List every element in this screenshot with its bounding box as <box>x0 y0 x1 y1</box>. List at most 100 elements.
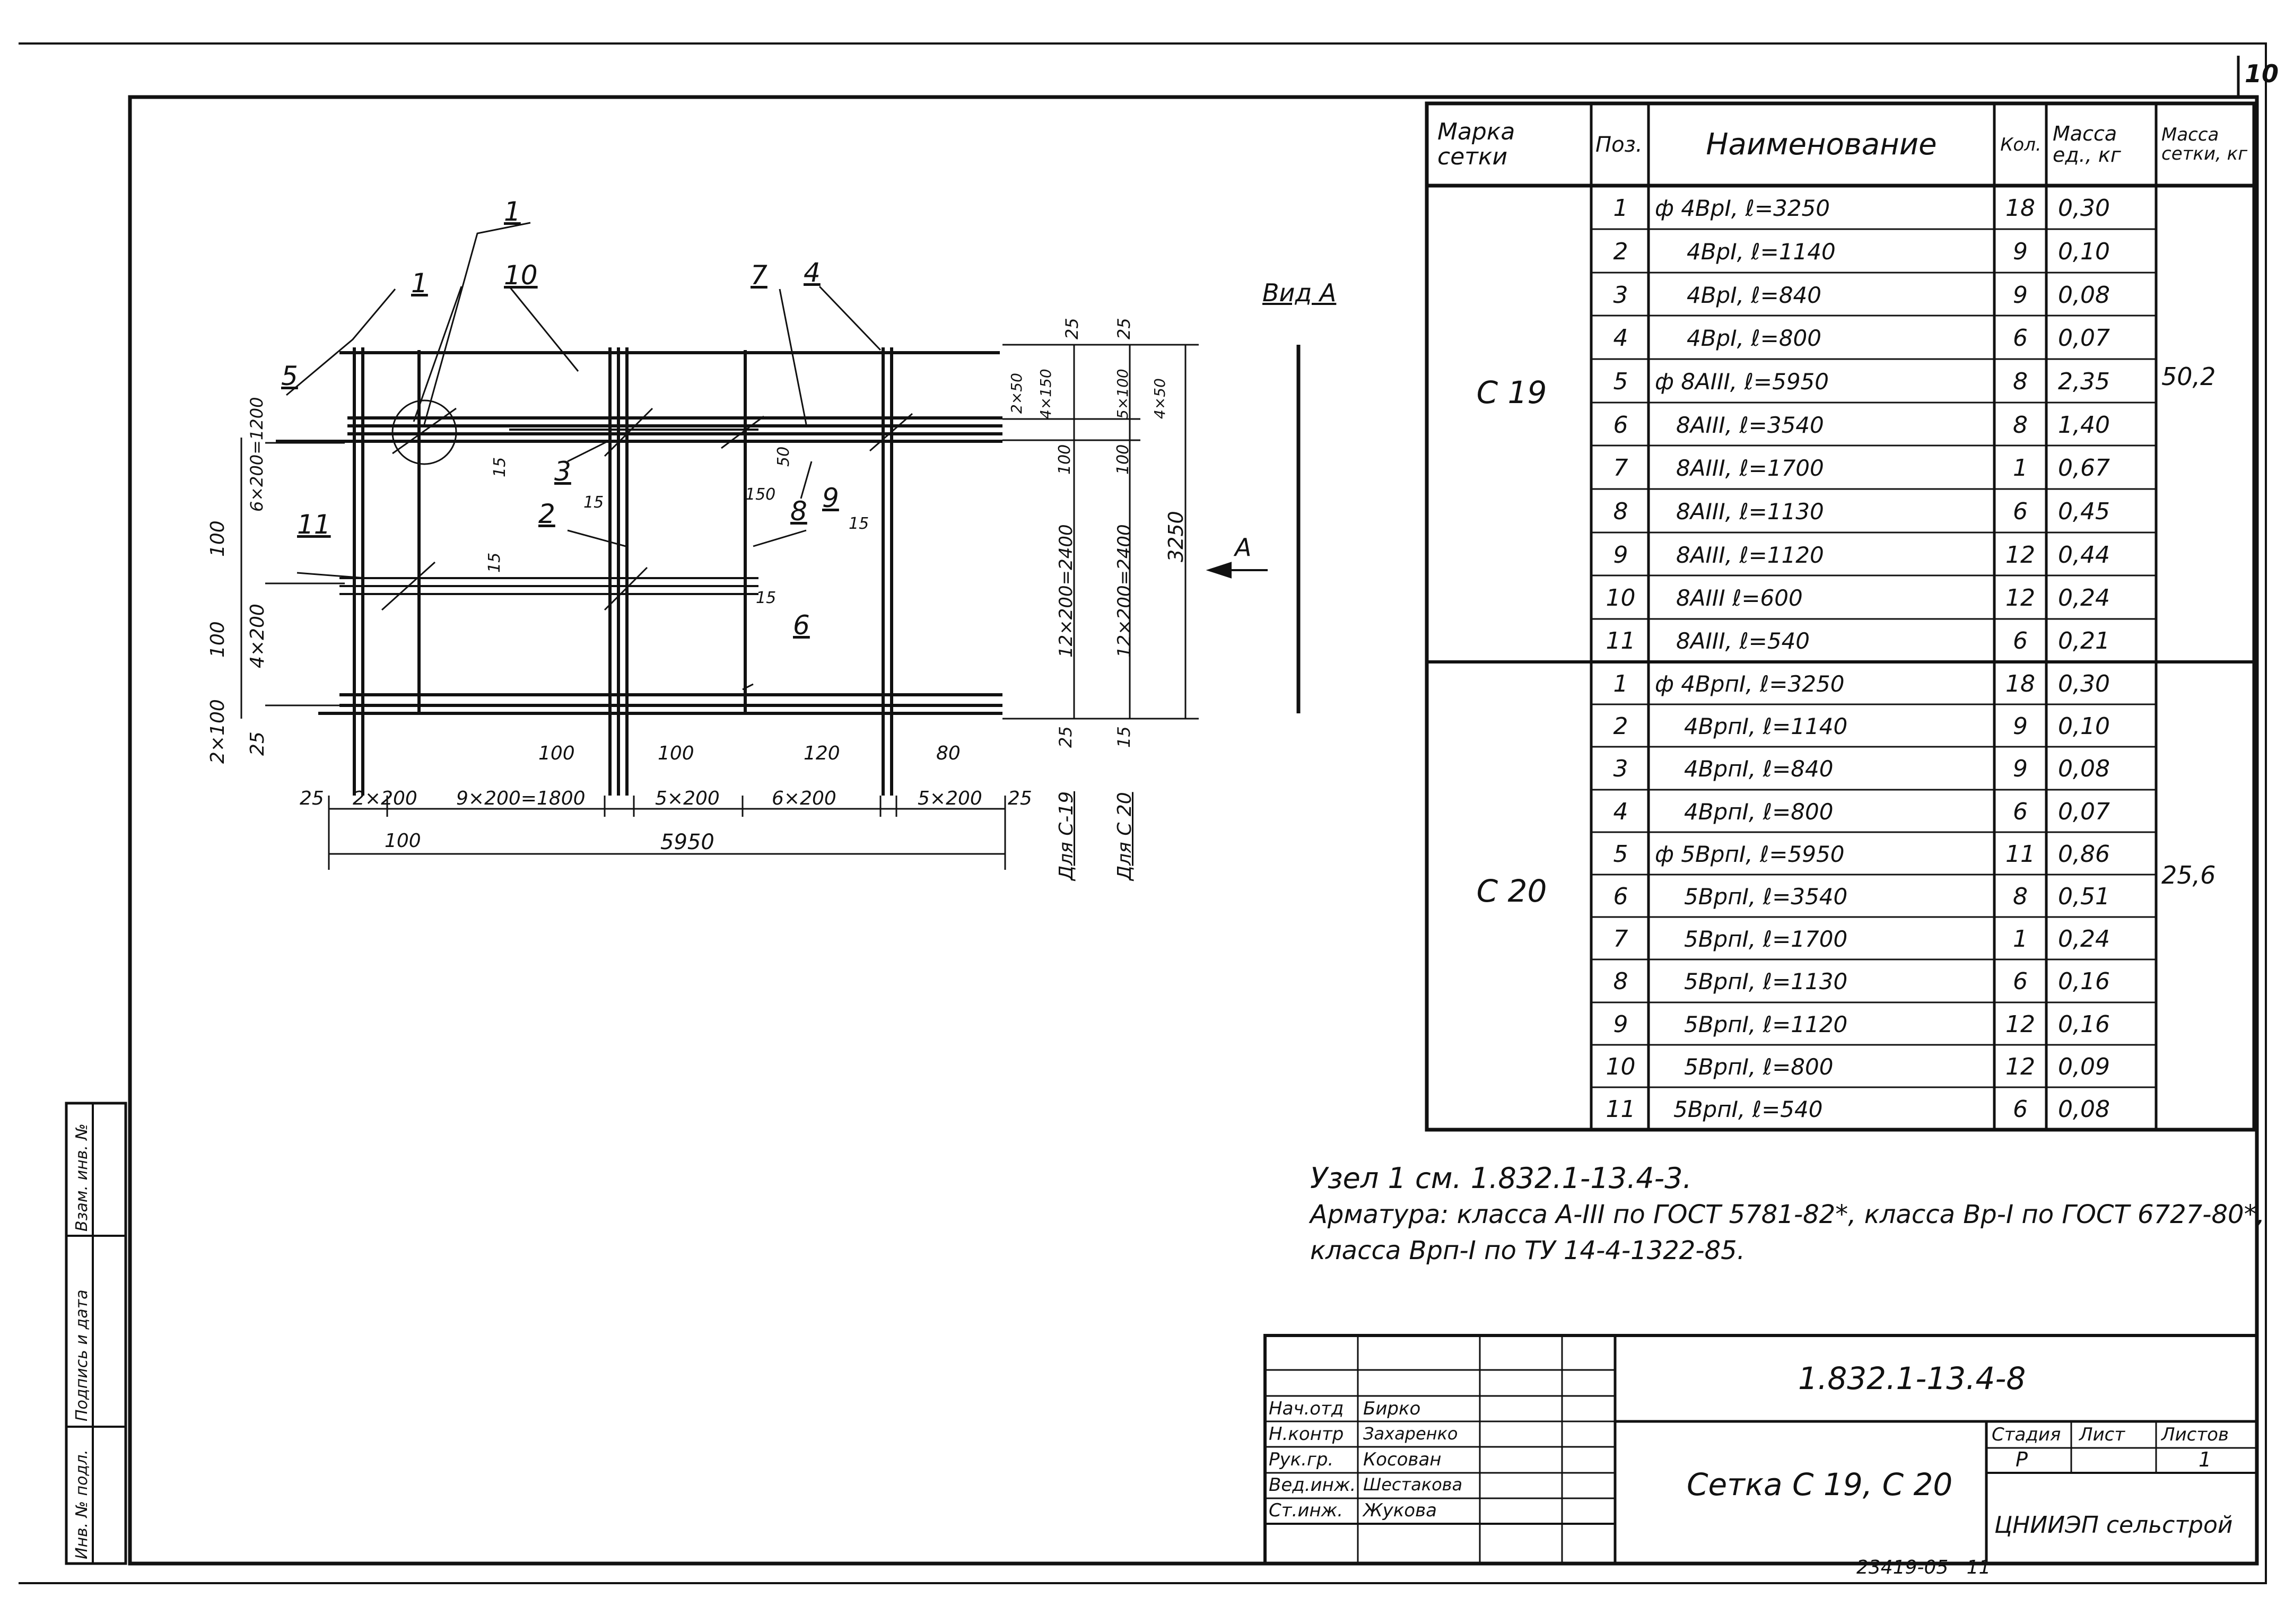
table-row-c19-2-pos: 2 <box>1613 238 1628 265</box>
dim-right-c20-5x100: 5×100 <box>1114 369 1131 419</box>
dim-bottom-100-a: 100 <box>538 743 575 764</box>
table-row-c19-7-name: 8АIII, ℓ=1700 <box>1676 455 1824 481</box>
dim-right-c20-25: 25 <box>1114 318 1134 339</box>
table-row-c20-3-pos: 3 <box>1613 755 1628 782</box>
table-row-c20-6-pos: 6 <box>1613 883 1628 910</box>
table-row-c19-1-qty: 18 <box>2005 194 2035 222</box>
table-row-c20-10-pos: 10 <box>1606 1053 1636 1080</box>
table-row-c20-1-mass: 0,30 <box>2058 670 2110 697</box>
dim-left-2x100: 2×100 <box>207 699 229 764</box>
table-row-c19-5-pos: 5 <box>1613 368 1628 395</box>
sheet-number: 10 <box>2245 59 2279 88</box>
table-row-c19-6-pos: 6 <box>1613 411 1628 439</box>
side-stamp-inv: Инв. № подл. <box>73 1450 91 1559</box>
table-row-c19-9-name: 8АIII, ℓ=1120 <box>1676 542 1824 568</box>
table-row-c20-7-qty: 1 <box>2013 925 2028 953</box>
header-unit-mass: Масса ед., кг <box>2053 121 2121 167</box>
dim-left-4x200: 4×200 <box>247 604 268 668</box>
table-row-c20-5-qty: 11 <box>2005 840 2035 868</box>
dim-inner-50: 50 <box>774 446 793 467</box>
table-row-c20-10-qty: 12 <box>2005 1053 2035 1080</box>
table-row-c19-4-qty: 6 <box>2013 324 2028 352</box>
table-row-c19-4-name: 4ВрI, ℓ=800 <box>1687 325 1821 351</box>
sign-name-5: Жукова <box>1363 1500 1437 1521</box>
table-row-c20-3-mass: 0,08 <box>2058 755 2110 782</box>
side-stamp-sign: Подпись и дата <box>73 1289 91 1422</box>
table-row-c20-2-qty: 9 <box>2013 712 2028 740</box>
header-pos: Поз. <box>1595 132 1643 157</box>
table-row-c19-10-name: 8АIII ℓ=600 <box>1676 584 1803 611</box>
sign-role-4: Вед.инж. <box>1269 1474 1356 1496</box>
table-row-c19-4-mass: 0,07 <box>2058 324 2110 352</box>
dim-bottom-100-b: 100 <box>658 743 694 764</box>
table-row-c20-7-pos: 7 <box>1613 925 1628 953</box>
table-row-c20-11-mass: 0,08 <box>2058 1095 2110 1123</box>
sheet-header: Лист <box>2079 1424 2125 1445</box>
table-row-c19-7-qty: 1 <box>2013 454 2028 482</box>
table-row-c20-9-qty: 12 <box>2005 1010 2035 1038</box>
sign-role-2: Н.контр <box>1269 1424 1344 1445</box>
table-row-c20-7-mass: 0,24 <box>2058 925 2110 953</box>
dim-bottom-2x200: 2×200 <box>353 788 417 809</box>
table-row-c20-5-pos: 5 <box>1613 840 1628 868</box>
stage-header: Стадия <box>1992 1424 2061 1445</box>
dim-bottom-6x200: 6×200 <box>772 788 836 809</box>
side-stamp-frame <box>65 1102 127 1565</box>
section-arrow-label: А <box>1235 533 1252 562</box>
dim-bottom-25-left: 25 <box>300 788 324 809</box>
table-row-c20-9-pos: 9 <box>1613 1010 1628 1038</box>
table-row-c19-2-qty: 9 <box>2013 238 2028 265</box>
sign-name-1: Бирко <box>1363 1398 1421 1419</box>
dim-bottom-100-offset: 100 <box>385 830 421 852</box>
table-row-c19-6-mass: 1,40 <box>2058 411 2110 439</box>
table-row-c19-11-name: 8АIII, ℓ=540 <box>1676 628 1810 654</box>
dim-far-right-4x50: 4×50 <box>1151 378 1168 419</box>
callout-9: 9 <box>822 483 839 513</box>
spec-table-frame <box>1425 101 2256 1132</box>
sign-name-2: Захаренко <box>1363 1424 1458 1444</box>
sign-name-4: Шестакова <box>1363 1474 1463 1495</box>
label-for-c19: Для С-19 <box>1056 791 1077 880</box>
table-row-c20-5-name: ф 5ВрпI, ℓ=5950 <box>1655 841 1845 867</box>
table-row-c19-1-mass: 0,30 <box>2058 194 2110 222</box>
table-row-c19-11-mass: 0,21 <box>2058 627 2110 654</box>
table-row-c19-9-pos: 9 <box>1613 541 1628 569</box>
table-row-c19-1-pos: 1 <box>1613 194 1628 222</box>
callout-4: 4 <box>804 257 821 288</box>
header-name: Наименование <box>1706 127 1937 162</box>
table-row-c19-10-mass: 0,24 <box>2058 584 2110 612</box>
callout-10: 10 <box>504 260 538 291</box>
dim-left-100-a: 100 <box>207 520 229 557</box>
table-row-c19-11-qty: 6 <box>2013 627 2028 654</box>
mark-c19: С 19 <box>1476 374 1547 411</box>
table-row-c20-6-mass: 0,51 <box>2058 883 2110 910</box>
table-row-c20-11-name: 5ВрпI, ℓ=540 <box>1673 1096 1823 1122</box>
callout-2: 2 <box>538 499 555 529</box>
table-row-c20-6-qty: 8 <box>2013 883 2028 910</box>
table-row-c20-3-qty: 9 <box>2013 755 2028 782</box>
callout-1: 1 <box>411 268 428 299</box>
table-row-c20-10-name: 5ВрпI, ℓ=800 <box>1684 1053 1834 1080</box>
table-row-c19-3-qty: 9 <box>2013 281 2028 309</box>
dim-right-c19-2x50: 2×50 <box>1008 373 1025 414</box>
note-node-ref: Узел 1 см. 1.832.1-13.4-3. <box>1310 1162 1692 1195</box>
callout-6: 6 <box>793 610 810 641</box>
dim-left-6x200: 6×200=1200 <box>247 397 267 512</box>
table-row-c20-1-pos: 1 <box>1613 670 1628 697</box>
dim-right-c20-100: 100 <box>1114 444 1132 475</box>
dim-right-c19-25: 25 <box>1062 318 1082 339</box>
table-row-c20-9-mass: 0,16 <box>2058 1010 2110 1038</box>
table-row-c20-1-qty: 18 <box>2005 670 2035 697</box>
table-row-c20-1-name: ф 4ВрпI, ℓ=3250 <box>1655 670 1845 697</box>
mesh-transverse-bars <box>353 347 893 796</box>
callout-11: 11 <box>297 509 331 540</box>
note-reinforcement: Арматура: класса А-III по ГОСТ 5781-82*,… <box>1310 1200 2265 1229</box>
header-mesh-mass: Масса сетки, кг <box>2161 124 2248 164</box>
organization: ЦНИИЭП сельстрой <box>1994 1512 2233 1539</box>
table-row-c19-8-name: 8АIII, ℓ=1130 <box>1676 498 1824 525</box>
table-row-c20-8-mass: 0,16 <box>2058 967 2110 995</box>
table-row-c20-4-pos: 4 <box>1613 798 1628 825</box>
table-row-c20-2-mass: 0,10 <box>2058 712 2110 740</box>
sign-role-1: Нач.отд <box>1269 1398 1344 1419</box>
dim-bottom-5x200-a: 5×200 <box>655 788 720 809</box>
